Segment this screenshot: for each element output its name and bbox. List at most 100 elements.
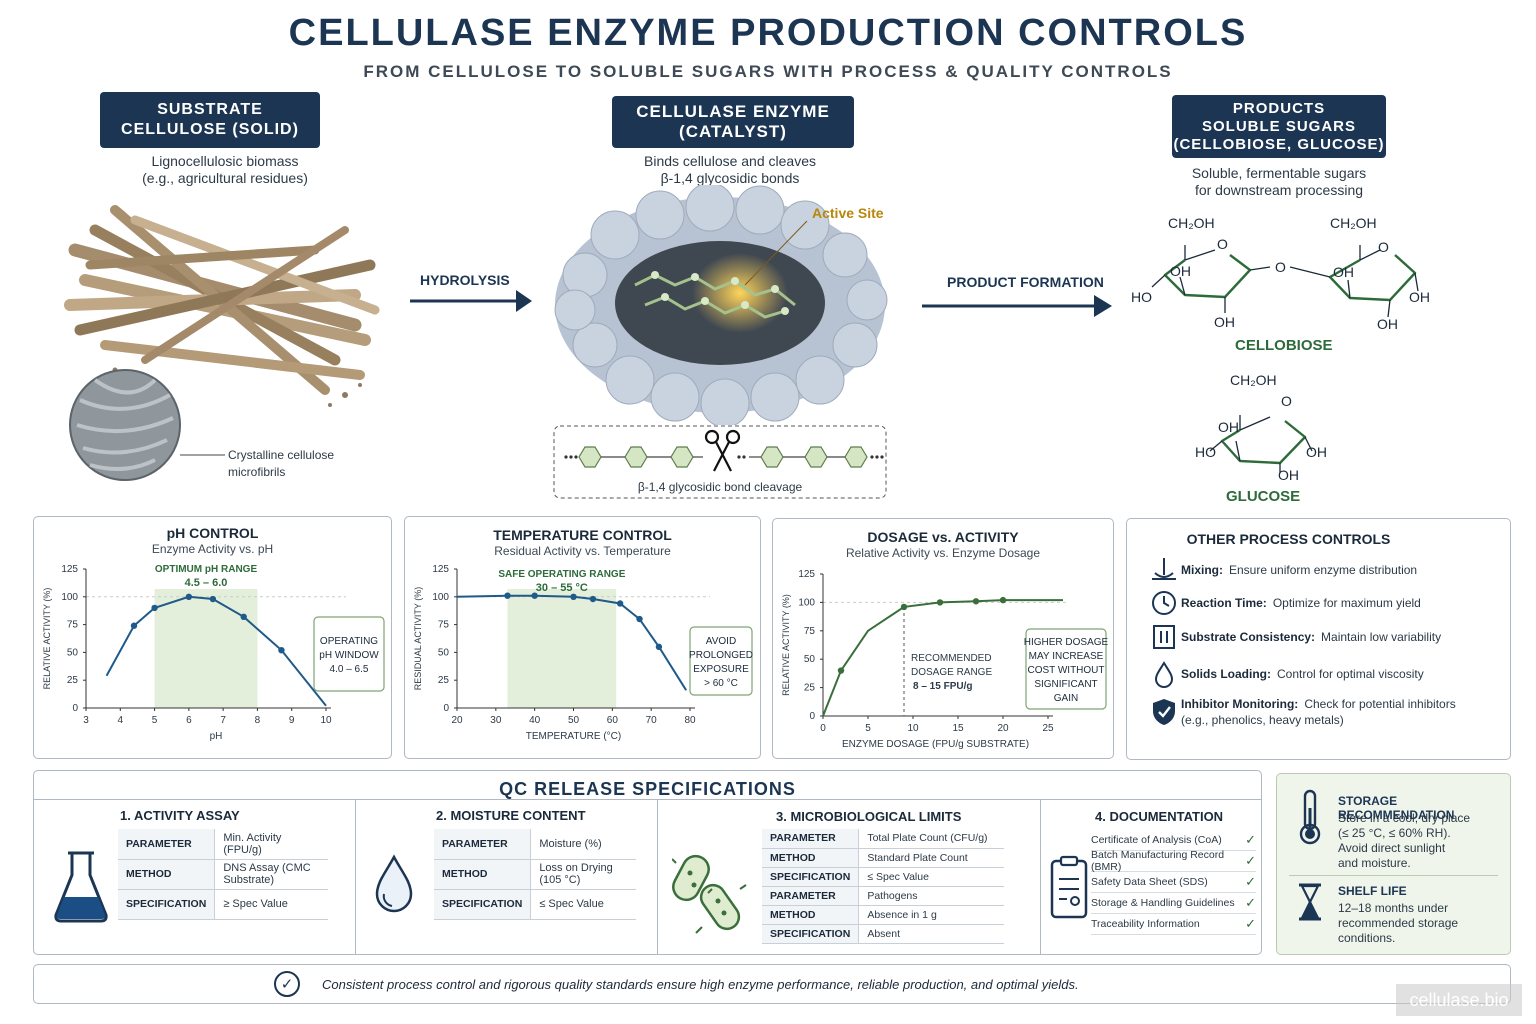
- page-title: CELLULASE ENZYME PRODUCTION CONTROLS: [288, 12, 1248, 54]
- products-desc-line1: Soluble, fermentable sugars: [1191, 165, 1367, 181]
- products-description: Soluble, fermentable sugars for downstre…: [1150, 165, 1408, 199]
- table-cell: METHOD: [762, 905, 860, 925]
- ph-chart-title: pH CONTROL: [166, 525, 259, 541]
- storage-title: STORAGE RECOMMENDATION: [1338, 794, 1455, 822]
- glucose-oh-2: OH: [1306, 444, 1327, 460]
- cellobiose-ch2oh-1: CH₂OH: [1168, 215, 1215, 231]
- storage-panel: STORAGE RECOMMENDATION Store in a cool, …: [1276, 773, 1511, 955]
- cellobiose-ho: HO: [1131, 289, 1152, 305]
- sugar-structures: CH₂OH CH₂OH O O O OH HO OH OH OH OH CH₂O…: [1131, 215, 1430, 483]
- mixer-icon: [1152, 558, 1176, 580]
- list-item: Traceability Information✓: [1091, 914, 1256, 935]
- hydrolysis-label: HYDROLYSIS: [420, 272, 510, 288]
- note-text: OPERATING: [320, 636, 378, 647]
- list-item: Storage & Handling Guidelines✓: [1091, 893, 1256, 914]
- substrate-desc-line1: Lignocellulosic biomass: [151, 153, 299, 169]
- qc-micro-title: 3. MICROBIOLOGICAL LIMITS: [776, 809, 962, 824]
- x-tick-label: 8: [255, 715, 261, 726]
- control-inhibitor-text2: (e.g., phenolics, heavy metals): [1181, 713, 1344, 727]
- note-text: COST WITHOUT: [1027, 665, 1104, 676]
- products-desc-line2: for downstream processing: [1194, 182, 1364, 198]
- list-item: Safety Data Sheet (SDS)✓: [1091, 872, 1256, 893]
- glucose-ch2oh: CH₂OH: [1230, 372, 1277, 388]
- control-inhibitor-monitoring: Inhibitor Monitoring:Check for potential…: [1147, 697, 1500, 737]
- note-text: AVOID: [706, 636, 736, 647]
- check-circle-icon: ✓: [274, 971, 300, 997]
- dosage-chart-title: DOSAGE vs. ACTIVITY: [867, 529, 1019, 545]
- cellobiose-bridge-o: O: [1275, 259, 1286, 275]
- data-point: [504, 592, 511, 599]
- flask-icon: [54, 851, 108, 923]
- cleavage-label: β-1,4 glycosidic bond cleavage: [637, 480, 803, 494]
- doc-item-label: Batch Manufacturing Record (BMR): [1091, 849, 1225, 873]
- qc-docs-section: 4. DOCUMENTATION Certificate of Analysis…: [1041, 799, 1263, 954]
- check-icon: ✓: [1245, 853, 1256, 868]
- table-row: SPECIFICATION≤ Spec Value: [762, 867, 1004, 887]
- y-tick-label: 0: [809, 711, 815, 722]
- y-tick-label: 100: [798, 597, 815, 608]
- series-line: [822, 599, 1063, 717]
- products-header-line3: (CELLOBIOSE, GLUCOSE): [1173, 135, 1385, 153]
- data-point: [209, 595, 217, 603]
- x-tick-label: 20: [997, 723, 1009, 734]
- shelf-life-title: SHELF LIFE: [1338, 884, 1407, 898]
- enzyme-illustration: [554, 185, 888, 425]
- note-text: PROLONGED: [689, 650, 753, 661]
- table-cell: PARAMETER: [118, 829, 216, 860]
- dosage-range-value: 8 – 15 FPU/g: [913, 681, 972, 692]
- shelf-life-text: 12–18 months under recommended storage c…: [1338, 901, 1458, 946]
- dosage-range-label: DOSAGE RANGE: [911, 667, 992, 678]
- doc-item-label: Storage & Handling Guidelines: [1091, 897, 1235, 909]
- biomass-illustration: [64, 205, 380, 481]
- enzyme-header: CELLULASE ENZYME (CATALYST): [612, 96, 854, 148]
- doc-item-label: Certificate of Analysis (CoA): [1091, 834, 1222, 846]
- temp-chart-subtitle: Residual Activity vs. Temperature: [494, 544, 671, 558]
- table-cell: DNS Assay (CMC Substrate): [214, 859, 328, 890]
- control-solids-text: Control for optimal viscosity: [1277, 667, 1424, 681]
- data-point: [240, 613, 247, 621]
- list-item: Batch Manufacturing Record (BMR) ✓: [1091, 849, 1256, 873]
- storage-line: Store in a cool, dry place: [1338, 811, 1471, 825]
- qc-moisture-title: 2. MOISTURE CONTENT: [436, 808, 586, 823]
- data-point: [936, 599, 944, 606]
- enzyme-description: Binds cellulose and cleaves β-1,4 glycos…: [600, 153, 860, 187]
- y-tick-label: 100: [61, 592, 78, 603]
- table-cell: PARAMETER: [762, 829, 860, 849]
- substrate-description: Lignocellulosic biomass (e.g., agricultu…: [100, 153, 350, 187]
- band-label: SAFE OPERATING RANGE: [498, 569, 625, 580]
- y-tick-label: 100: [432, 592, 449, 603]
- table-cell: SPECIFICATION: [762, 867, 860, 887]
- table-cell: PARAMETER: [762, 886, 860, 906]
- water-drop-icon: [375, 854, 413, 913]
- substrate-header-line1: SUBSTRATE: [157, 101, 263, 118]
- microfibril-label-line1: Crystalline cellulose: [228, 448, 335, 462]
- table-cell: Loss on Drying (105 °C): [530, 859, 636, 890]
- list-item: Certificate of Analysis (CoA)✓: [1091, 830, 1256, 851]
- y-tick-label: 50: [804, 654, 816, 665]
- y-tick-label: 50: [438, 647, 450, 658]
- table-cell: METHOD: [434, 859, 532, 890]
- cellobiose-oh-4: OH: [1409, 289, 1430, 305]
- cleavage-diagram: [553, 425, 887, 499]
- optimum-band: [507, 589, 617, 708]
- doc-item-label: Safety Data Sheet (SDS): [1091, 876, 1208, 888]
- glucose-ring-o: O: [1281, 393, 1292, 409]
- doc-item-label: Traceability Information: [1091, 918, 1200, 930]
- control-substrate-consistency: Substrate Consistency:Maintain low varia…: [1147, 622, 1500, 652]
- table-cell: ≤ Spec Value: [530, 889, 636, 920]
- other-controls-title: OTHER PROCESS CONTROLS: [1186, 531, 1391, 547]
- cellobiose-oh-5: OH: [1377, 316, 1398, 332]
- other-process-controls-panel: OTHER PROCESS CONTROLS Mixing:Ensure uni…: [1126, 518, 1511, 760]
- storage-divider: [1289, 875, 1498, 876]
- y-tick-label: 125: [798, 569, 815, 580]
